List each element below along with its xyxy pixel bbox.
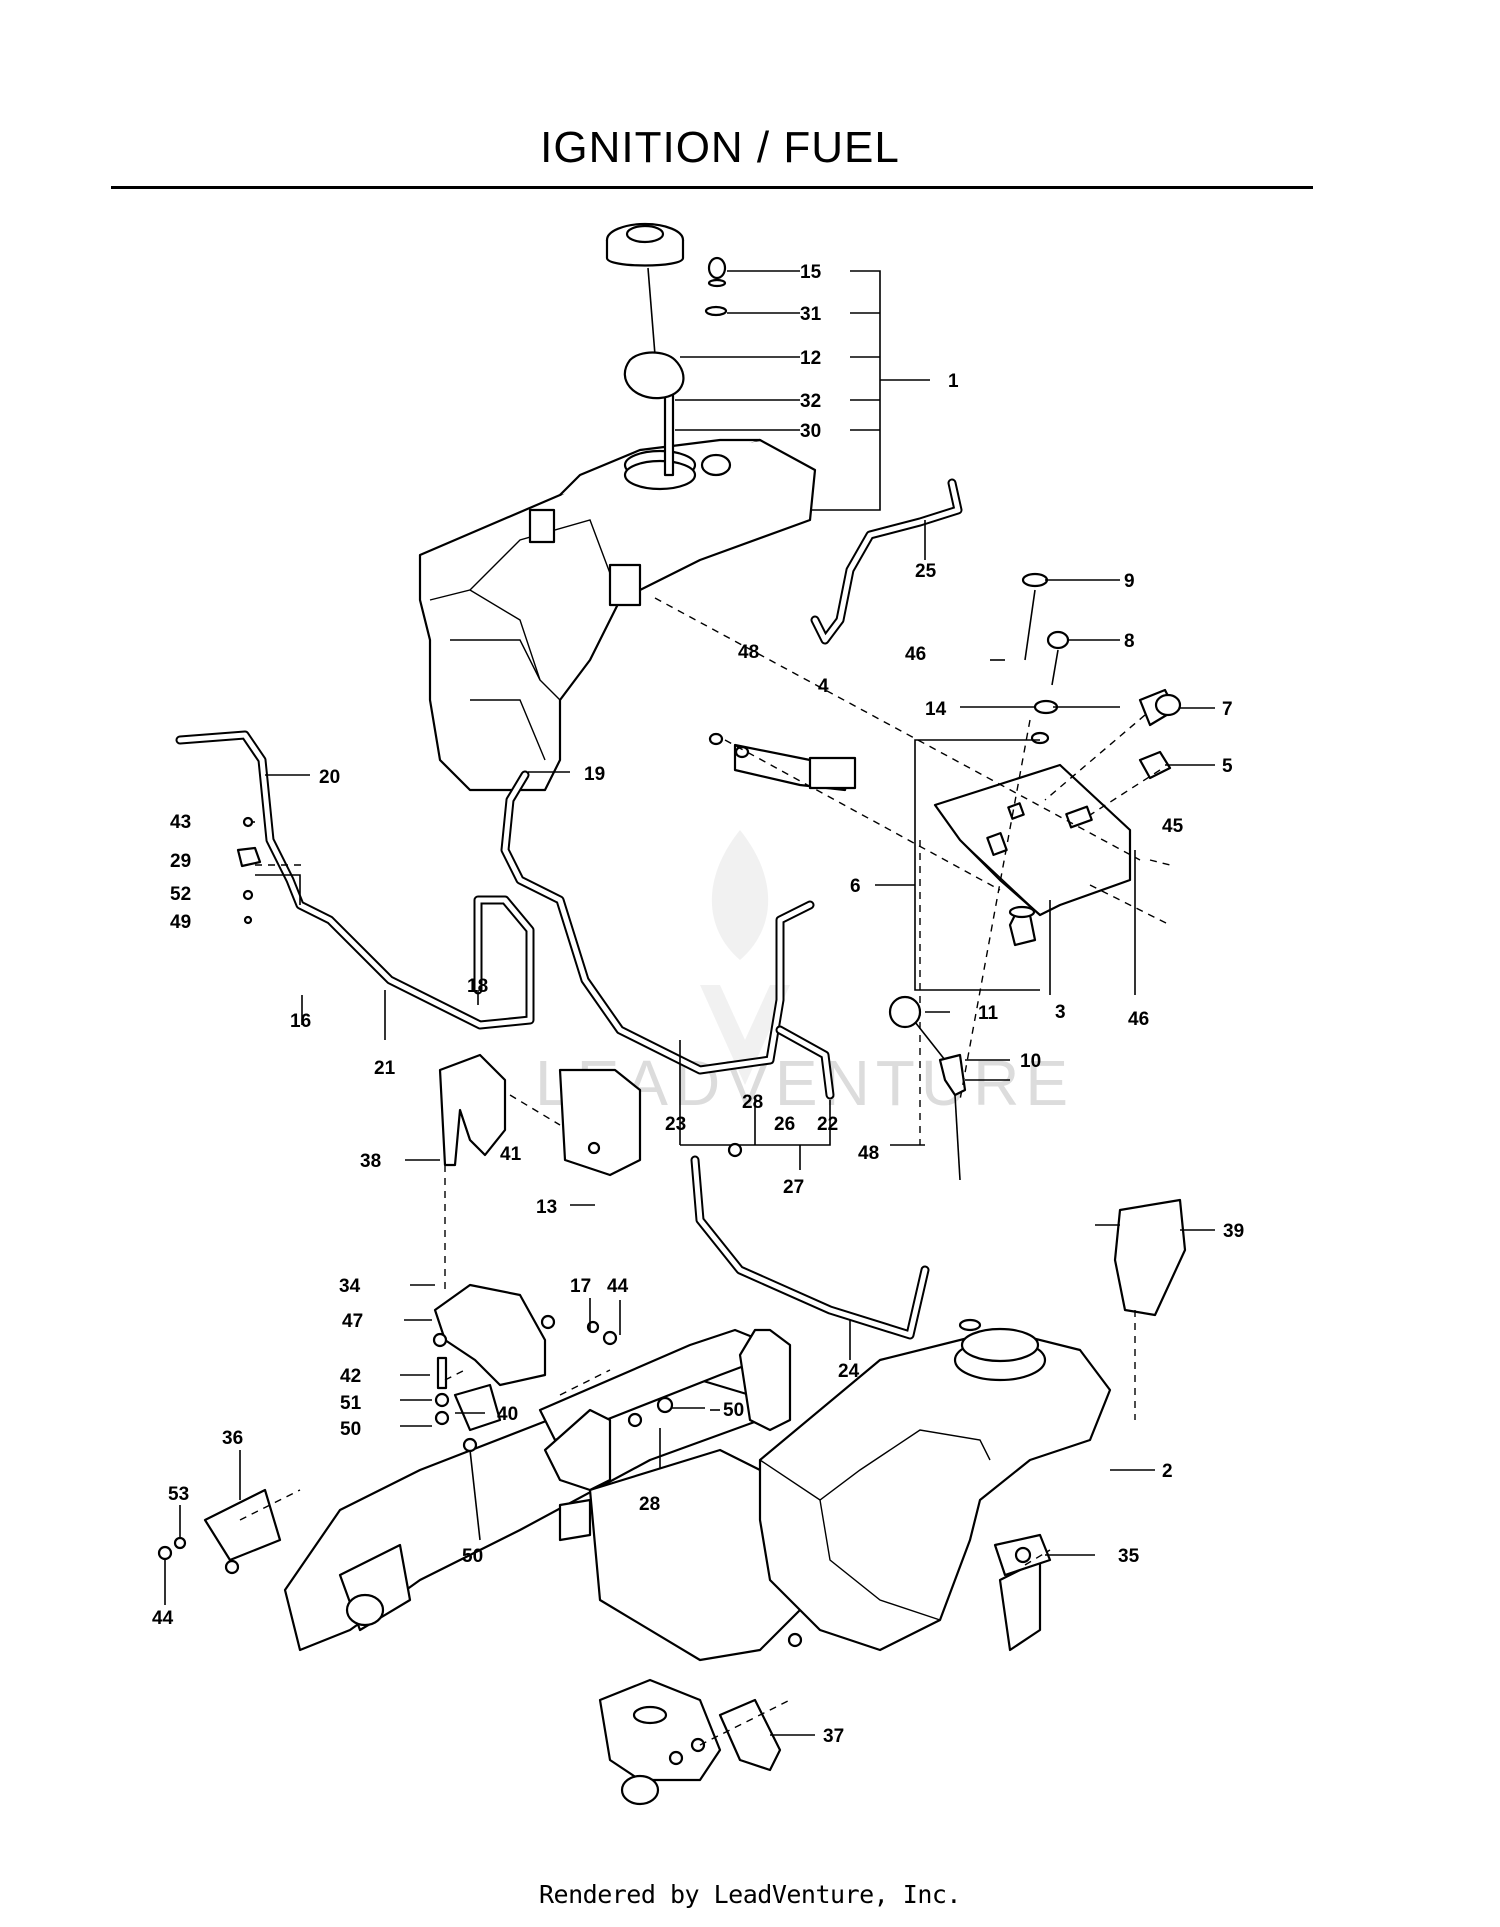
callout-50-left: 50: [340, 1419, 361, 1440]
callout-46-right: 46: [1128, 1009, 1149, 1030]
callout-30: 28: [742, 1092, 763, 1113]
callout-19: 19: [584, 764, 605, 785]
callout-45: 45: [1162, 816, 1184, 837]
callout-28: 28: [639, 1494, 660, 1515]
callout-11: 11: [978, 1003, 999, 1024]
callout-41: 41: [500, 1144, 522, 1165]
callout-23: 23: [665, 1114, 686, 1135]
callout-1: 1: [948, 371, 959, 392]
callout-37: 37: [823, 1726, 844, 1747]
callout-labels: 15 31 12 1 32 30 25 9 8 48 46 4 14 7 5 2…: [152, 262, 1244, 1747]
callout-3: 3: [1055, 1002, 1066, 1023]
callout-42: 42: [340, 1366, 361, 1387]
callout-39: 39: [1223, 1221, 1244, 1242]
hoses-left: [175, 730, 930, 1360]
callout-17: 17: [570, 1276, 591, 1297]
callout-6: 6: [850, 876, 861, 897]
lower-brackets: [203, 1053, 1187, 1772]
callout-44-mid: 44: [607, 1276, 629, 1297]
callout-25: 25: [915, 561, 937, 582]
callout-53: 53: [168, 1484, 189, 1505]
callout-16: 16: [290, 1011, 311, 1032]
callout-9: 9: [1124, 571, 1135, 592]
title-rule: [111, 186, 1313, 189]
callout-22: 22: [817, 1114, 838, 1135]
flame-v-logo-icon: [700, 830, 790, 1085]
callout-35: 35: [1118, 1546, 1140, 1567]
callout-24: 24: [838, 1361, 860, 1382]
callout-13: 13: [536, 1197, 557, 1218]
callout-32: 31: [800, 304, 822, 325]
callout-12: 12: [800, 348, 821, 369]
leaders-group-1: [675, 270, 930, 511]
callout-7: 7: [1222, 699, 1233, 720]
callout-36: 36: [222, 1428, 243, 1449]
lower-frame: [283, 1328, 802, 1806]
callout-48-top: 48: [738, 642, 759, 663]
callout-38: 38: [360, 1151, 381, 1172]
page-title: IGNITION / FUEL: [540, 123, 900, 172]
callout-47: 47: [342, 1311, 363, 1332]
callout-49: 49: [170, 912, 191, 933]
upper-fuel-tank: [418, 393, 817, 792]
callout-8: 8: [1124, 631, 1135, 652]
callout-50-mid: 50: [723, 1400, 744, 1421]
leaders-top-right: [654, 579, 1215, 1146]
callout-44-left: 44: [152, 1608, 174, 1629]
callout-18: 18: [467, 976, 488, 997]
callout-51: 51: [340, 1393, 362, 1414]
callout-52: 52: [170, 884, 191, 905]
callout-10: 10: [1020, 1051, 1041, 1072]
callout-21: 21: [374, 1058, 396, 1079]
callout-46-top: 46: [905, 644, 926, 665]
callout-2: 2: [1162, 1461, 1173, 1482]
callout-34: 34: [339, 1276, 361, 1297]
leaders-lower: [164, 1094, 1215, 1746]
control-panel-assembly: [708, 572, 1182, 1181]
hose-25: [810, 478, 963, 645]
lower-fuel-tank: [758, 1318, 1112, 1652]
callout-50-bottom: 50: [462, 1546, 483, 1567]
callout-27: 27: [783, 1177, 804, 1198]
callout-15: 15: [800, 262, 822, 283]
callout-20: 20: [319, 767, 340, 788]
callout-26: 26: [774, 1114, 795, 1135]
callout-40: 40: [497, 1404, 518, 1425]
callout-29: 29: [170, 851, 191, 872]
callout-14: 14: [925, 699, 947, 720]
footer-credit: Rendered by LeadVenture, Inc.: [539, 1880, 962, 1909]
callout-33: 32: [800, 391, 821, 412]
callout-43: 43: [170, 812, 191, 833]
callout-48-mid: 48: [858, 1143, 879, 1164]
callout-5: 5: [1222, 756, 1233, 777]
callout-4: 4: [818, 676, 829, 697]
callout-31: 30: [800, 421, 821, 442]
fuel-cap-assembly: [605, 222, 728, 400]
